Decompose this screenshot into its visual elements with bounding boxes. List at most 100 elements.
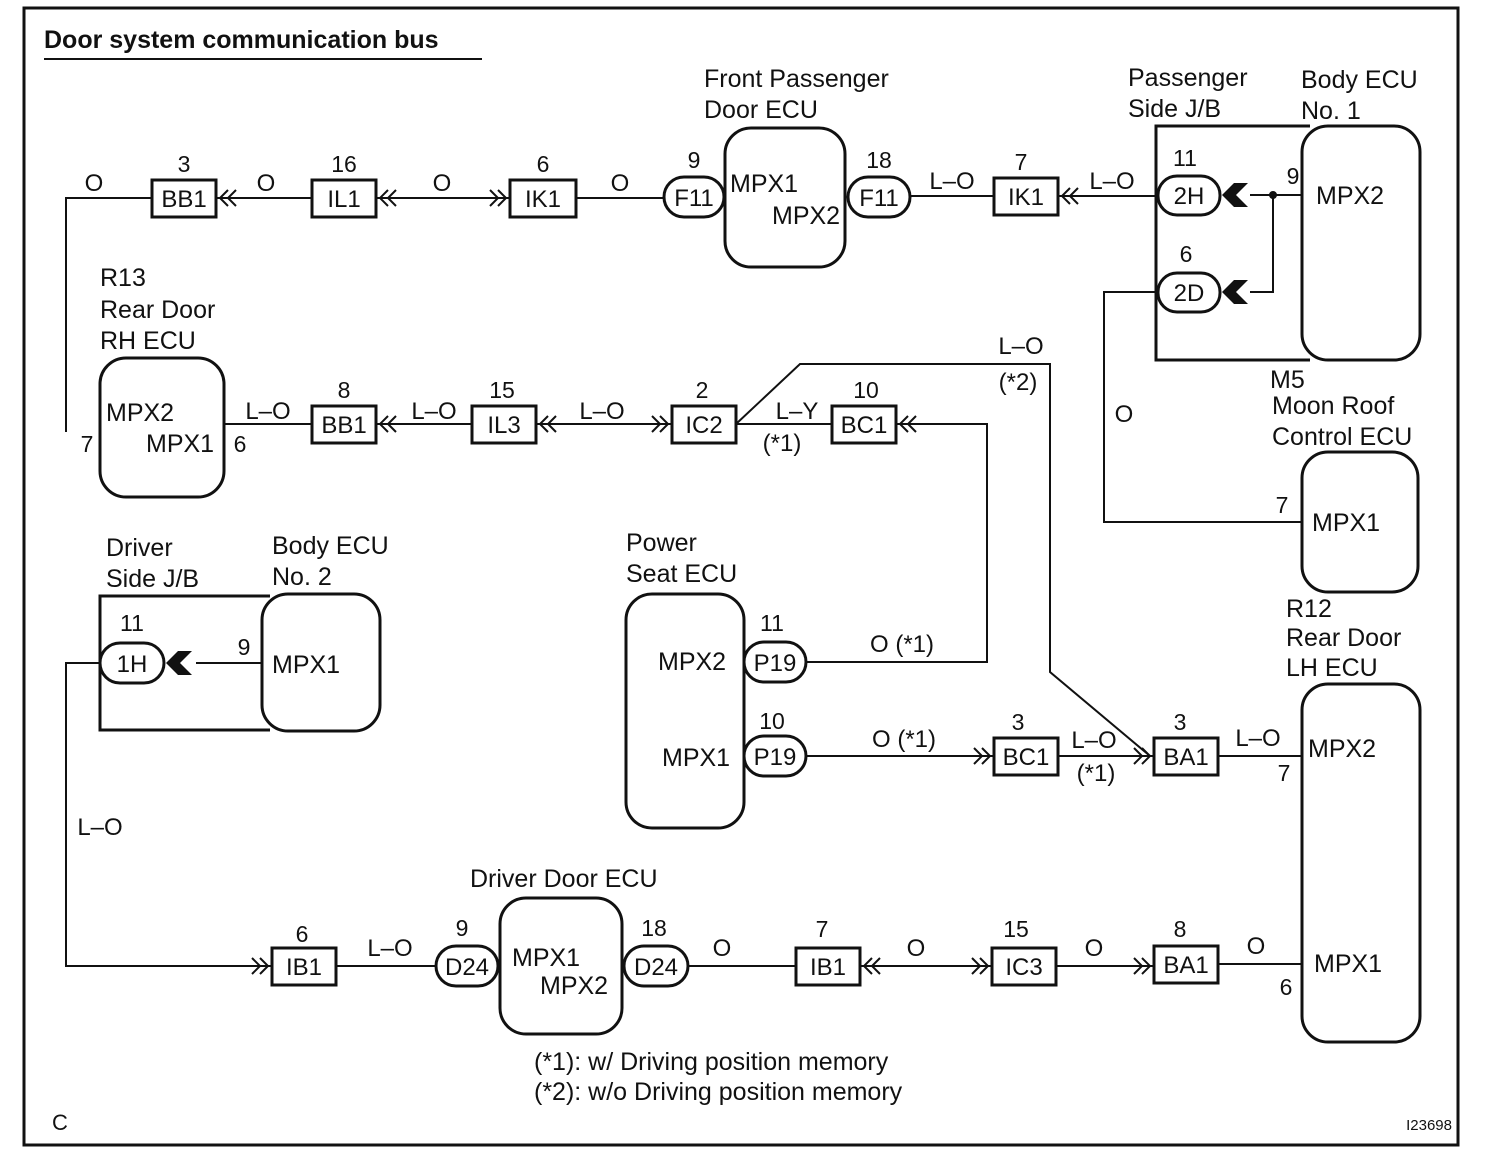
wire-label-lo: L–O <box>411 398 456 425</box>
body-ecu1-mpx2: MPX2 <box>1316 182 1384 210</box>
ic2-pin: 2 <box>696 377 709 403</box>
wire-label-lo: L–O <box>77 814 122 841</box>
wire-label-o-n1: O (*1) <box>870 631 934 658</box>
il1-label: IL1 <box>327 186 360 213</box>
f11-left-label: F11 <box>674 185 714 212</box>
wire-label-o: O <box>713 935 732 962</box>
ik1-right-label: IK1 <box>1008 184 1044 211</box>
d24-left-pin: 9 <box>456 915 469 941</box>
wire-label-o: O <box>1115 401 1134 428</box>
body-ecu-no2 <box>260 592 382 733</box>
ba1-bot-pin: 8 <box>1174 916 1187 942</box>
moon-ecu-name: Moon Roof <box>1272 392 1394 420</box>
connector-ba1-top <box>1152 736 1220 777</box>
pill-connectors <box>98 174 1222 988</box>
2h-pin: 11 <box>1173 145 1197 171</box>
rh-ecu-name: Rear Door <box>100 296 215 324</box>
il3-label: IL3 <box>487 412 520 439</box>
wire-label-lo: L–O <box>929 168 974 195</box>
diagram-frame <box>22 6 1460 1147</box>
moon-ecu-code: M5 <box>1270 366 1305 394</box>
moon-roof-control-ecu <box>1300 450 1420 594</box>
fp-door-ecu-mpx1: MPX1 <box>730 170 798 198</box>
p19-b-pin: 10 <box>759 708 785 734</box>
note-1: (*1): w/ Driving position memory <box>534 1048 889 1076</box>
connector-il3 <box>470 404 538 445</box>
body1-pin: 9 <box>1287 163 1300 189</box>
terminal-2d-icon <box>1222 280 1248 304</box>
2h-label: 2H <box>1174 183 1205 210</box>
d24-right-pin: 18 <box>641 915 667 941</box>
wire-2d-moonroof <box>1103 291 1302 523</box>
connector-p19-a <box>742 640 808 684</box>
body-ecu2-name: Body ECU <box>272 532 389 560</box>
wire-note-1: (*1) <box>763 430 802 457</box>
bc1-top-label: BC1 <box>841 412 888 439</box>
wire-label-lo: L–O <box>1089 168 1134 195</box>
power-seat-mpx2: MPX2 <box>658 648 726 676</box>
power-seat-ecu <box>624 592 746 830</box>
wire-1h-ib1 <box>65 662 272 967</box>
lh-pin-mpx1: 6 <box>1280 974 1293 1000</box>
wire-label-o: O <box>433 170 452 197</box>
wire-label-lo: L–O <box>1071 727 1116 754</box>
wire-rh-to-bb1 <box>65 197 152 432</box>
connector-2h <box>1156 174 1222 217</box>
ba1-top-pin: 3 <box>1174 709 1187 735</box>
rear-door-lh-ecu <box>1300 682 1422 1044</box>
wire-label-lo: L–O <box>245 398 290 425</box>
fp-door-ecu-name-2: Door ECU <box>704 96 818 124</box>
f11-right-label: F11 <box>859 185 899 212</box>
arrow-bb1-top <box>218 189 237 207</box>
ib1-right-pin: 7 <box>816 916 829 942</box>
arrow-bc1-top <box>898 415 917 433</box>
arrow-ic2 <box>651 415 670 433</box>
moon-pin: 7 <box>1276 492 1289 518</box>
rh-ecu-mpx2: MPX2 <box>106 399 174 427</box>
ba1-top-label: BA1 <box>1163 744 1208 771</box>
wire-label-o: O <box>257 170 276 197</box>
connector-1h <box>98 641 166 685</box>
body-ecu-no1 <box>1300 124 1422 362</box>
bc1-bot-label: BC1 <box>1003 744 1050 771</box>
power-seat-ecu-name-2: Seat ECU <box>626 560 737 588</box>
ib1-right-label: IB1 <box>810 954 846 981</box>
wire-label-o: O <box>1247 933 1266 960</box>
ik1-left-pin: 6 <box>537 151 550 177</box>
f11-left-pin: 9 <box>688 147 701 173</box>
rh-pin-mpx2: 7 <box>81 431 94 457</box>
fp-door-ecu-mpx2: MPX2 <box>772 202 840 230</box>
wire-label-o-n1: O (*1) <box>872 726 936 753</box>
driver-door-mpx2: MPX2 <box>540 972 608 1000</box>
wire-label-o: O <box>907 935 926 962</box>
arrow-ik1-right <box>1060 187 1079 205</box>
ik1-left-label: IK1 <box>525 186 561 213</box>
p19-a-pin: 11 <box>760 610 784 636</box>
power-seat-mpx1: MPX1 <box>662 744 730 772</box>
wire-labels: O O O O L–O L–O O L–O L–O L–O L–Y (*1) L… <box>77 168 1280 962</box>
rh-pin-mpx1: 6 <box>234 431 247 457</box>
bc1-bot-pin: 3 <box>1012 709 1025 735</box>
wire-label-lo: L–O <box>998 333 1043 360</box>
moon-ecu-name-2: Control ECU <box>1272 423 1412 451</box>
connector-bb1-mid <box>310 404 378 445</box>
rh-ecu-code: R13 <box>100 264 146 292</box>
terminal-1h-icon <box>166 651 192 675</box>
terminal-2h-icon <box>1222 183 1248 207</box>
connector-ik1-left <box>508 178 578 219</box>
2d-label: 2D <box>1174 280 1205 307</box>
1h-label: 1H <box>117 651 148 678</box>
f11-right-pin: 18 <box>866 147 892 173</box>
connector-ib1-left <box>270 946 338 987</box>
wire-jb-internal <box>1250 195 1274 293</box>
connector-ic3 <box>990 946 1058 987</box>
driver-door-ecu-name: Driver Door ECU <box>470 865 658 893</box>
arrow-ic3 <box>971 957 990 975</box>
1h-pin: 11 <box>120 610 144 636</box>
connector-ik1-right <box>992 176 1060 217</box>
wire-ic2-ba1 <box>735 363 1151 757</box>
bb1-mid-label: BB1 <box>321 412 366 439</box>
component-labels: Front Passenger Door ECU MPX1 MPX2 Passe… <box>100 64 1418 1000</box>
connector-arrows <box>166 183 1248 975</box>
